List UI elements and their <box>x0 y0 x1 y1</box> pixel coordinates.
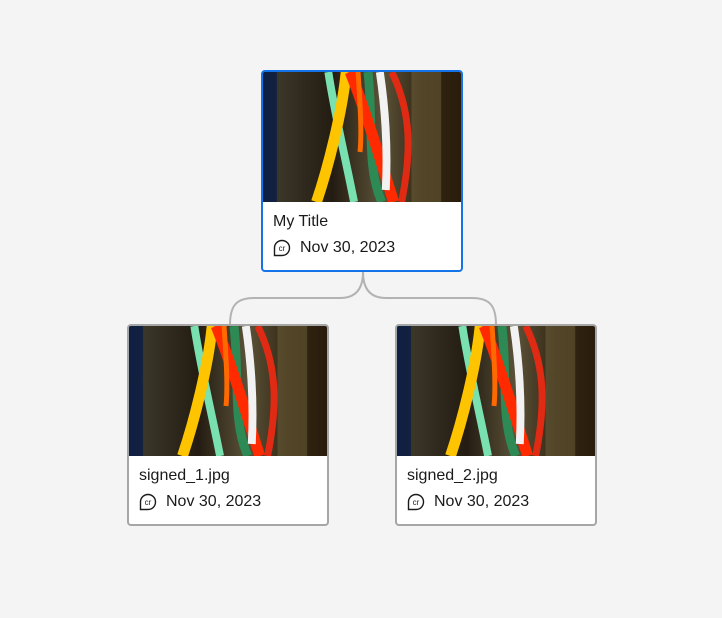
content-credentials-icon: cr <box>407 493 425 511</box>
svg-text:cr: cr <box>413 498 420 507</box>
node-date: Nov 30, 2023 <box>434 493 530 510</box>
connector-root-to-child1 <box>229 271 364 326</box>
node-card-child1[interactable]: signed_1.jpg cr Nov 30, 2023 <box>127 324 329 526</box>
node-card-root[interactable]: My Title cr Nov 30, 2023 <box>261 70 463 272</box>
svg-text:cr: cr <box>279 244 286 253</box>
node-date: Nov 30, 2023 <box>166 493 262 510</box>
connector-root-to-child2 <box>362 271 497 326</box>
node-thumbnail <box>129 326 327 456</box>
node-title: signed_2.jpg <box>407 467 498 484</box>
content-credentials-icon: cr <box>139 493 157 511</box>
node-thumbnail <box>397 326 595 456</box>
node-thumbnail <box>263 72 461 202</box>
svg-text:cr: cr <box>145 498 152 507</box>
node-date: Nov 30, 2023 <box>300 239 396 256</box>
node-title: signed_1.jpg <box>139 467 230 484</box>
node-card-child2[interactable]: signed_2.jpg cr Nov 30, 2023 <box>395 324 597 526</box>
content-credentials-icon: cr <box>273 239 291 257</box>
node-title: My Title <box>273 213 329 230</box>
